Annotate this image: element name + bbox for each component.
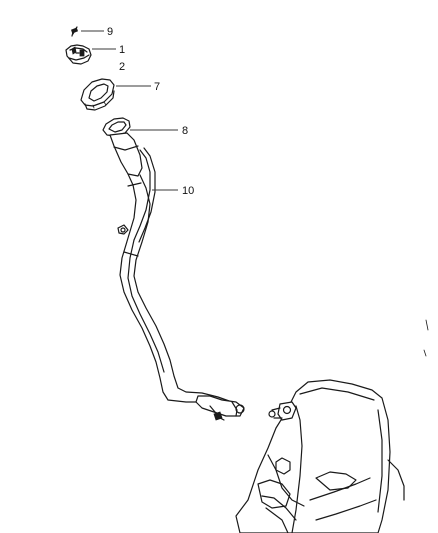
housing-ring-part[interactable] [80,78,115,111]
fuel-tank [235,319,429,533]
callout-7: 7 [154,81,160,93]
callout-2: 2 [119,61,125,73]
callout-1: 1 [119,44,125,56]
callout-10: 10 [182,185,194,197]
fuel-filler-tube-part[interactable] [109,132,245,421]
callout-8: 8 [182,125,188,137]
fuel-cap-part[interactable] [65,44,92,65]
screw-part[interactable] [71,26,78,37]
callout-9: 9 [107,26,113,38]
